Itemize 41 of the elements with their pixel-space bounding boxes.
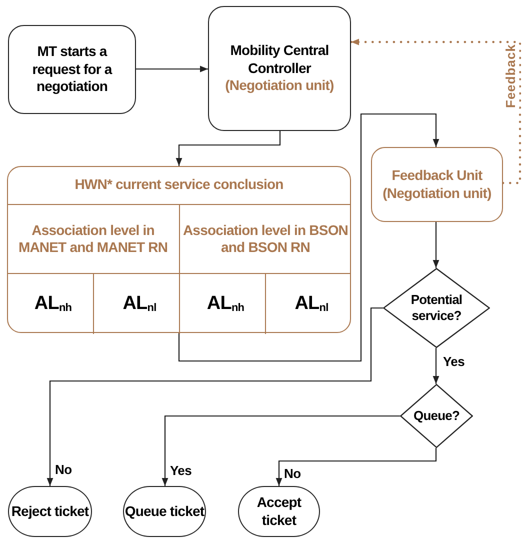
terminal-box	[8, 486, 92, 537]
table-title: HWN* current service conclusion	[74, 176, 284, 194]
arrow	[432, 222, 440, 268]
decision-diamond	[400, 384, 473, 448]
table-box	[7, 166, 351, 333]
node-label: Association level in MANET and MANET RN	[17, 222, 169, 256]
node-label: MT starts a request for a negotiation	[31, 43, 114, 96]
cell-text: AL$_{nl}$	[294, 292, 328, 316]
dotted-arrow	[350, 38, 522, 184]
node-subtitle: (Negotiation unit)	[225, 77, 334, 95]
arrow	[176, 131, 281, 166]
process-box	[371, 147, 503, 222]
edge-label: Yes	[169, 464, 193, 478]
table-header-cell	[179, 204, 351, 274]
terminal-box	[238, 486, 320, 537]
node-label: Reject ticket	[11, 502, 89, 520]
arrow	[432, 348, 440, 384]
edge-label: Feedback	[503, 44, 520, 108]
node-label: Potential service?	[410, 292, 464, 324]
node-label: Queue ticket	[124, 502, 204, 520]
edge-label: No	[54, 463, 73, 478]
node-label: Accept ticket	[256, 494, 302, 529]
arrow	[276, 448, 437, 486]
cell-text: AL$_{nl}$	[122, 292, 156, 316]
cell-text: AL$_{nh}$	[206, 292, 244, 316]
decision-diamond	[383, 268, 490, 348]
node-label: Mobility Central Controller	[229, 42, 330, 78]
process-box	[208, 6, 351, 131]
edge-label: Yes	[442, 355, 466, 370]
terminal-box	[123, 486, 206, 537]
node-label: Queue?	[414, 408, 460, 424]
table-header-cell	[7, 204, 179, 274]
arrow	[136, 66, 208, 72]
node-label: Association level in BSON and BSON RN	[182, 222, 350, 256]
cell-text: AL$_{nh}$	[34, 292, 72, 316]
arrow	[178, 113, 440, 362]
node-label: Feedback Unit (Negotiation unit)	[382, 167, 492, 202]
edge-label: No	[283, 467, 302, 482]
process-box	[8, 25, 136, 114]
arrow	[162, 415, 400, 486]
arrow	[46, 307, 383, 486]
